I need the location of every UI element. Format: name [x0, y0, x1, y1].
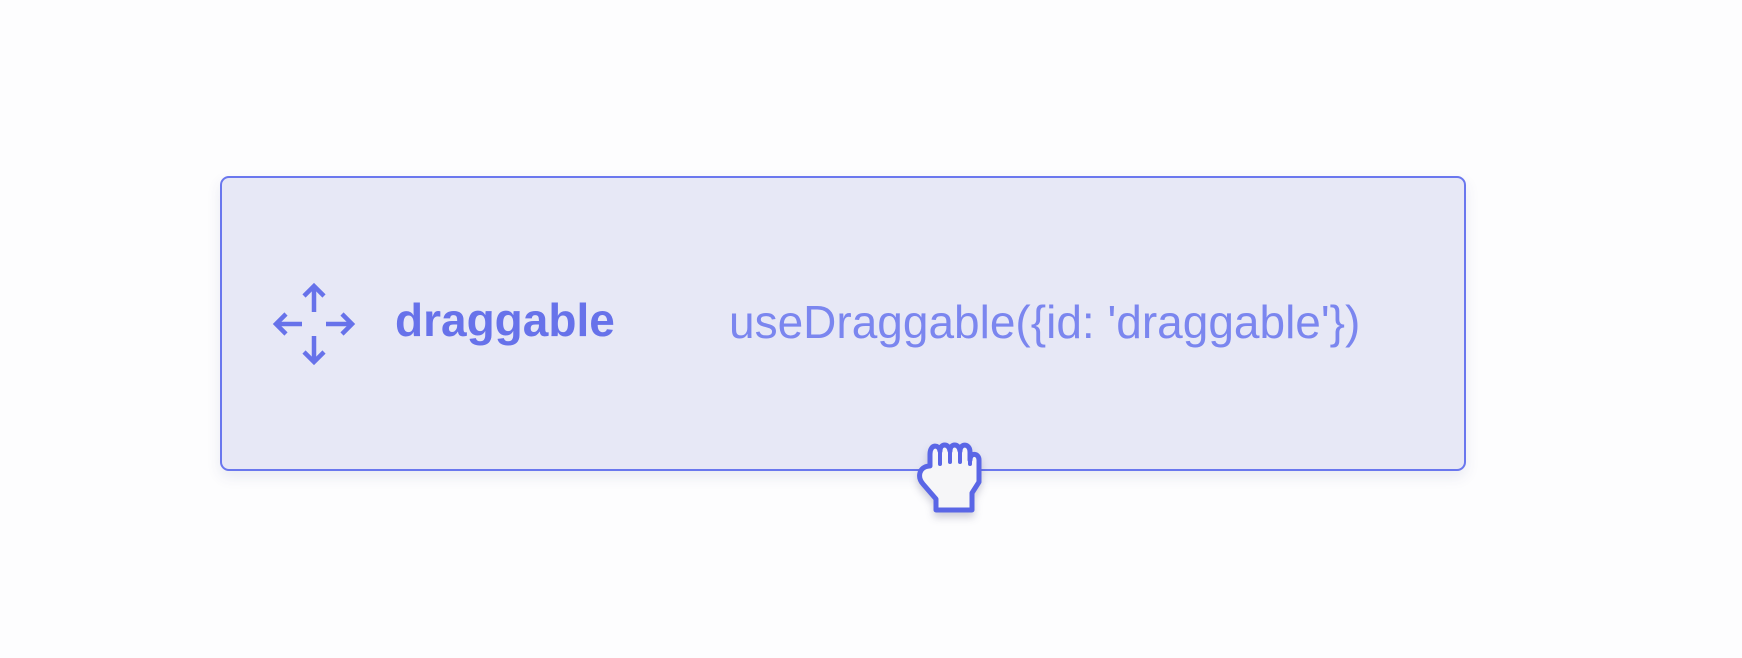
draggable-card[interactable]: draggable useDraggable({id: 'draggable'}…	[220, 176, 1466, 471]
use-draggable-code: useDraggable({id: 'draggable'})	[729, 296, 1361, 348]
move-arrows-icon	[272, 282, 356, 366]
draggable-label: draggable	[395, 294, 615, 346]
